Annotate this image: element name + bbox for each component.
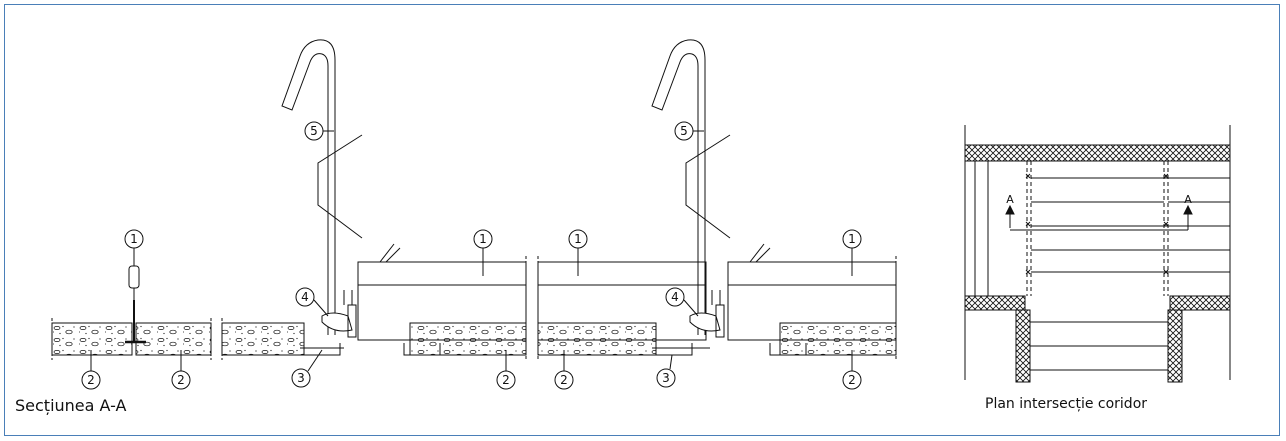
- wall-left: [964, 295, 1026, 311]
- section-mark-left: A: [1006, 193, 1014, 206]
- anchor-bolt: [689, 312, 721, 332]
- callout-2: 2: [502, 373, 510, 387]
- callout-2: 2: [177, 373, 185, 387]
- ceiling-panel: [537, 322, 657, 356]
- callout-1: 1: [848, 232, 856, 246]
- callout-4: 4: [301, 290, 309, 304]
- corridor-plan: [964, 125, 1231, 383]
- callout-3: 3: [297, 371, 305, 385]
- callout-5: 5: [310, 124, 318, 138]
- wall-bracket: [281, 39, 336, 335]
- callout-leaders: [81, 121, 862, 390]
- section-aa-detail: [51, 249, 212, 360]
- ceiling-panel: [779, 322, 897, 356]
- callout-numbers: 1 1 1 1 2 2 2 2 2 3 3 4 4 5 5: [87, 124, 856, 387]
- caption-plan: Plan intersecție coridor: [985, 396, 1148, 412]
- callout-4: 4: [671, 290, 679, 304]
- callout-3: 3: [662, 371, 670, 385]
- callout-2: 2: [87, 373, 95, 387]
- wall-right: [1169, 295, 1231, 311]
- anchor-bolt: [321, 312, 353, 332]
- ceiling-panel: [51, 322, 133, 356]
- ceiling-panel: [409, 322, 527, 356]
- ceiling-panel: [221, 322, 305, 356]
- wall-bracket: [651, 39, 706, 335]
- caption-section-aa: Secțiunea A-A: [15, 396, 127, 415]
- callout-2: 2: [560, 373, 568, 387]
- callout-1: 1: [130, 232, 138, 246]
- drawing-frame: [4, 4, 1280, 436]
- callout-5: 5: [680, 124, 688, 138]
- callout-2: 2: [848, 373, 856, 387]
- callout-1: 1: [479, 232, 487, 246]
- ceiling-panel: [135, 322, 212, 356]
- callout-1: 1: [574, 232, 582, 246]
- section-mark-right: A: [1184, 193, 1192, 206]
- wall-top: [964, 144, 1231, 162]
- hanger-clip: [128, 265, 140, 289]
- bracket-assemblies: [221, 39, 897, 360]
